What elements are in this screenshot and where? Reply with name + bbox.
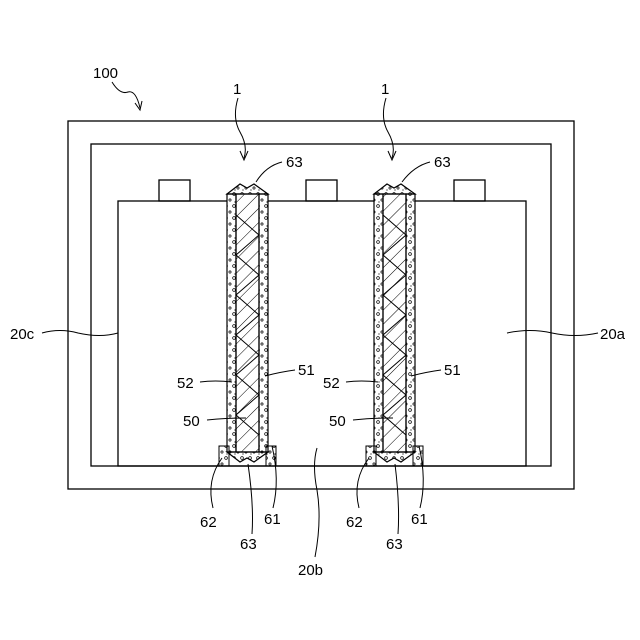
layer-51-right [406, 194, 415, 452]
cell-block [118, 201, 526, 466]
label-seal-bottom-right: 63 [386, 536, 403, 553]
core-50-left [236, 194, 259, 452]
outer-housing [68, 121, 574, 489]
label-layer51-left: 51 [298, 362, 315, 379]
label-layer51-right: 51 [444, 362, 461, 379]
layer-52-right [374, 194, 383, 452]
layer-51-left [259, 194, 268, 452]
label-edge62-left: 62 [200, 514, 217, 531]
label-edge62-right: 62 [346, 514, 363, 531]
label-core50-right: 50 [329, 413, 346, 430]
label-cell-left: 20c [10, 326, 35, 343]
label-edge61-left: 61 [264, 511, 281, 528]
separator-right [366, 184, 423, 466]
label-seal-top-right: 63 [434, 154, 451, 171]
label-separator-right: 1 [381, 81, 389, 98]
label-device: 100 [93, 65, 118, 82]
label-seal-top-left: 63 [286, 154, 303, 171]
edge-62-right [366, 446, 376, 466]
layer-52-left [227, 194, 236, 452]
terminal-left [159, 180, 190, 201]
terminal-middle [306, 180, 337, 201]
terminal-right [454, 180, 485, 201]
seal-top-right [374, 184, 415, 194]
label-core50-left: 50 [183, 413, 200, 430]
leader-lines [42, 82, 598, 557]
seal-bottom-left [227, 452, 268, 462]
label-seal-bottom-left: 63 [240, 536, 257, 553]
label-layer52-left: 52 [177, 375, 194, 392]
label-cell-bottom: 20b [298, 562, 323, 579]
core-50-right [383, 194, 406, 452]
label-layer52-right: 52 [323, 375, 340, 392]
label-edge61-right: 61 [411, 511, 428, 528]
label-cell-right: 20a [600, 326, 626, 343]
seal-top-left [227, 184, 268, 194]
edge-62-left [219, 446, 229, 466]
separator-left [219, 184, 276, 466]
seal-bottom-right [374, 452, 415, 462]
label-separator-left: 1 [233, 81, 241, 98]
inner-housing [91, 144, 551, 466]
